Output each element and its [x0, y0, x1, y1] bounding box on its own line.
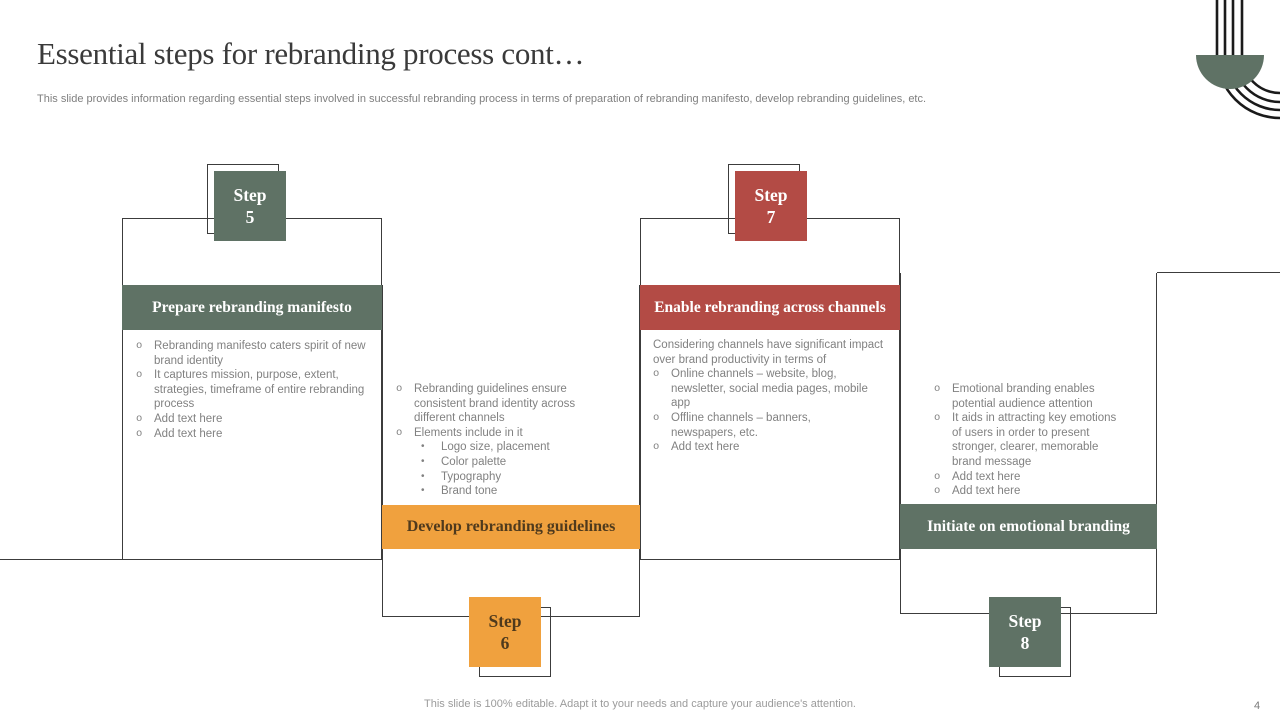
sub-bullet-marker: •: [421, 470, 425, 482]
bullet-marker: o: [136, 412, 143, 425]
footer-note: This slide is 100% editable. Adapt it to…: [424, 698, 856, 710]
step-5-panel: [122, 218, 382, 560]
step-8-badge: Step 8: [989, 597, 1061, 667]
bullet-item: o It captures mission, purpose, extent, s…: [136, 368, 366, 412]
step-8-bullets: o Emotional branding enables potential au…: [934, 382, 1126, 499]
bullet-item: o Elements include in it: [396, 426, 616, 441]
step-8-header-bar: Initiate on emotional branding: [900, 504, 1157, 549]
bullet-marker: o: [934, 383, 941, 395]
bullet-marker: o: [934, 412, 941, 425]
bullet-text: Add text here: [671, 441, 740, 454]
step-7-header-bar: Enable rebranding across channels: [640, 285, 900, 330]
step-6-header-label: Develop rebranding guidelines: [406, 518, 616, 536]
step-5-badge: Step 5: [214, 171, 286, 241]
step-7-bullets: Considering channels have significant im…: [653, 338, 893, 455]
bullet-text: Brand tone: [441, 485, 498, 498]
bullet-text: Rebranding manifesto caters spirit of ne…: [154, 340, 366, 367]
page-number: 4: [1254, 700, 1261, 712]
step-7-header-label: Enable rebranding across channels: [654, 298, 886, 316]
step-6-panel: [382, 285, 640, 617]
panel-intro-text: Considering channels have significant im…: [653, 339, 884, 366]
bullet-item: o It aids in attracting key emotions of u…: [934, 411, 1126, 469]
sub-bullet-marker: •: [421, 455, 425, 467]
bullet-marker: o: [136, 427, 143, 440]
bullet-text: Add text here: [952, 485, 1021, 498]
bullet-item: o Add text here: [136, 412, 366, 427]
bullet-item: o Online channels – website, blog, newsle…: [653, 367, 893, 411]
bullet-item: o Add text here: [653, 440, 893, 455]
bullet-text: Emotional branding enables potential aud…: [952, 383, 1095, 410]
step-6-header-bar: Develop rebranding guidelines: [382, 505, 640, 549]
bullet-marker: o: [934, 485, 941, 498]
connector-right: [1157, 272, 1280, 273]
sub-bullet-item: • Brand tone: [396, 484, 616, 499]
step-7-badge: Step 7: [735, 171, 807, 241]
step-8-header-label: Initiate on emotional branding: [927, 517, 1130, 535]
step-badge-number: 8: [1020, 633, 1030, 653]
step-6-badge: Step 6: [469, 597, 541, 667]
bullet-marker: o: [136, 340, 143, 352]
sub-bullet-marker: •: [421, 485, 425, 497]
step-badge-word: Step: [754, 185, 788, 205]
bullet-text: Offline channels – banners, newspapers, …: [671, 411, 811, 439]
bullet-marker: o: [653, 368, 660, 381]
bullet-item: o Add text here: [136, 427, 366, 442]
connector-left: [0, 559, 123, 560]
bullet-text: Elements include in it: [414, 426, 523, 439]
step-7-panel: [640, 218, 900, 560]
bullet-marker: o: [934, 470, 941, 483]
step-badge-number: 6: [500, 633, 510, 653]
step-badge-word: Step: [1008, 611, 1042, 631]
page-subtitle: This slide provides information regardin…: [37, 93, 927, 105]
sub-bullet-marker: •: [421, 441, 425, 453]
bullet-text: Typography: [441, 470, 502, 483]
bullet-item: o Add text here: [934, 484, 1126, 499]
bullet-marker: o: [653, 411, 660, 424]
bullet-text: Rebranding guidelines ensure consistent …: [414, 383, 576, 425]
step-badge-number: 7: [766, 207, 776, 227]
step-8-panel: [900, 273, 1157, 614]
step-badge-word: Step: [233, 185, 267, 205]
bullet-text: It aids in attracting key emotions of us…: [952, 412, 1117, 468]
bullet-text: Add text here: [154, 412, 223, 425]
step-6-bullets: o Rebranding guidelines ensure consistent…: [396, 382, 616, 499]
bullet-item: o Rebranding guidelines ensure consistent…: [396, 382, 616, 426]
bullet-marker: o: [653, 441, 660, 454]
bullet-item: o Add text here: [934, 470, 1126, 485]
semicircle-decoration: [1196, 55, 1264, 89]
bullet-text: Add text here: [952, 470, 1021, 483]
step-badge-word: Step: [488, 611, 522, 631]
step-5-bullets: o Rebranding manifesto caters spirit of n…: [136, 339, 366, 441]
sub-bullet-item: • Logo size, placement: [396, 440, 616, 455]
bullet-item: o Emotional branding enables potential au…: [934, 382, 1126, 411]
bullet-text: Add text here: [154, 427, 223, 440]
sub-bullet-item: • Color palette: [396, 455, 616, 470]
bullet-text: It captures mission, purpose, extent, st…: [154, 369, 365, 411]
bullet-text: Online channels – website, blog, newslet…: [671, 368, 868, 410]
bullet-marker: o: [396, 383, 403, 395]
bullet-item: o Offline channels – banners, newspapers,…: [653, 411, 893, 440]
bullet-item: o Rebranding manifesto caters spirit of n…: [136, 339, 366, 368]
corner-arcs-decoration: [1196, 0, 1280, 120]
step-5-header-bar: Prepare rebranding manifesto: [122, 285, 382, 330]
step-badge-number: 5: [245, 207, 255, 227]
bullet-text: Logo size, placement: [441, 441, 550, 454]
bullet-marker: o: [396, 426, 403, 439]
sub-bullet-item: • Typography: [396, 470, 616, 485]
bullet-marker: o: [136, 369, 143, 382]
page-title: Essential steps for rebranding process c…: [37, 36, 585, 71]
bullet-text: Color palette: [441, 455, 507, 468]
step-5-header-label: Prepare rebranding manifesto: [152, 298, 352, 316]
